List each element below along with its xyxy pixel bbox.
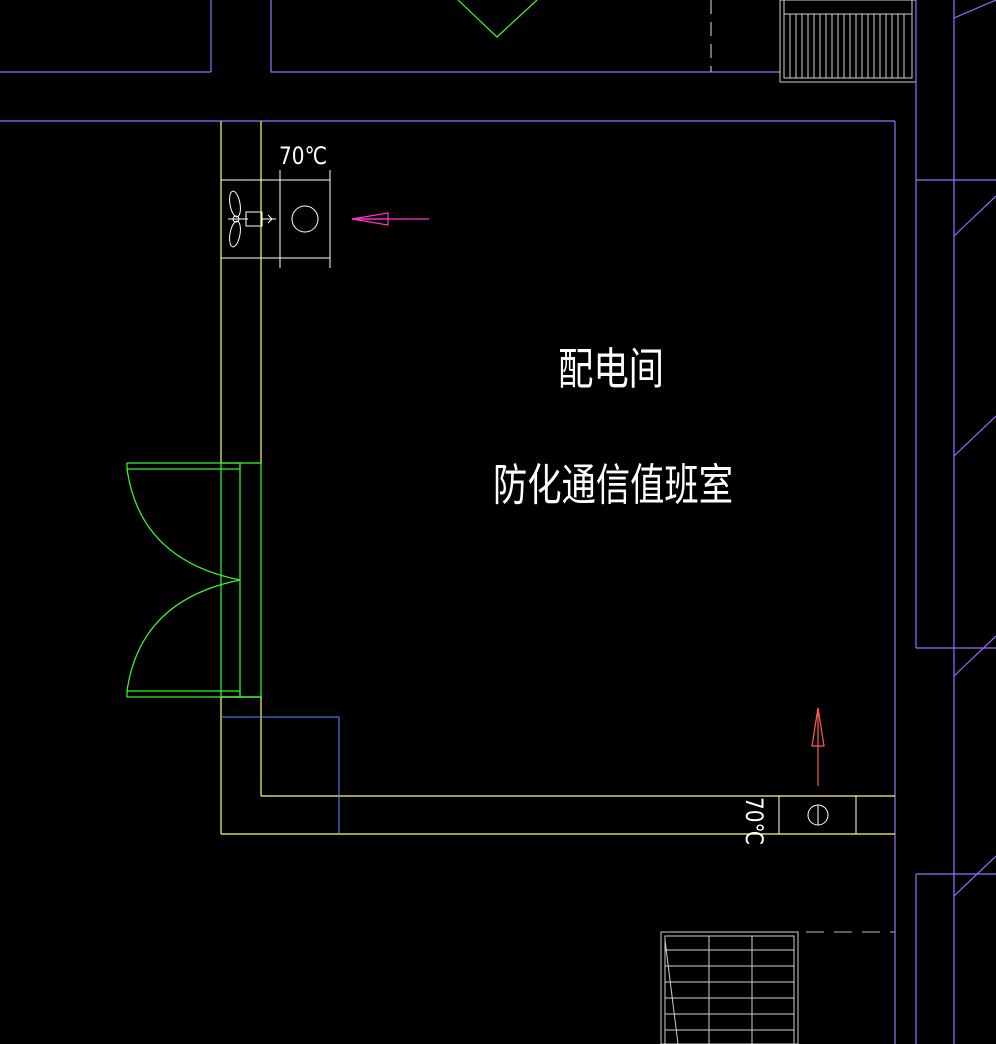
fan-valve-equipment <box>221 170 331 268</box>
main-room-outer-wall <box>0 120 896 1044</box>
bottom-temperature-label: 70℃ <box>740 797 768 845</box>
stair-top-right <box>779 0 917 83</box>
airflow-arrow-left-icon <box>351 212 429 226</box>
door-leaf-bottom <box>126 690 241 698</box>
chevron-marker-icon <box>457 0 538 38</box>
adjacent-room-top-middle <box>270 0 780 73</box>
room-name-secondary: 防化通信值班室 <box>493 460 733 511</box>
fan-icon <box>228 190 276 248</box>
double-swing-door <box>126 462 262 698</box>
damper-equipment-bottom <box>778 796 857 834</box>
door-swing-arc-top <box>126 468 241 581</box>
stair-bottom <box>660 931 895 1044</box>
corner-outline-blue <box>221 716 340 834</box>
right-corridor-walls <box>915 0 996 1044</box>
airflow-arrow-up-icon <box>811 707 825 786</box>
door-swing-arc-bottom <box>126 579 241 692</box>
fire-valve-icon <box>291 205 319 233</box>
door-leaf-top <box>126 462 241 470</box>
room-name-primary: 配电间 <box>558 344 664 395</box>
stair-treads <box>789 14 905 78</box>
top-temperature-label: 70℃ <box>279 142 327 170</box>
adjacent-room-top-left <box>0 0 212 73</box>
